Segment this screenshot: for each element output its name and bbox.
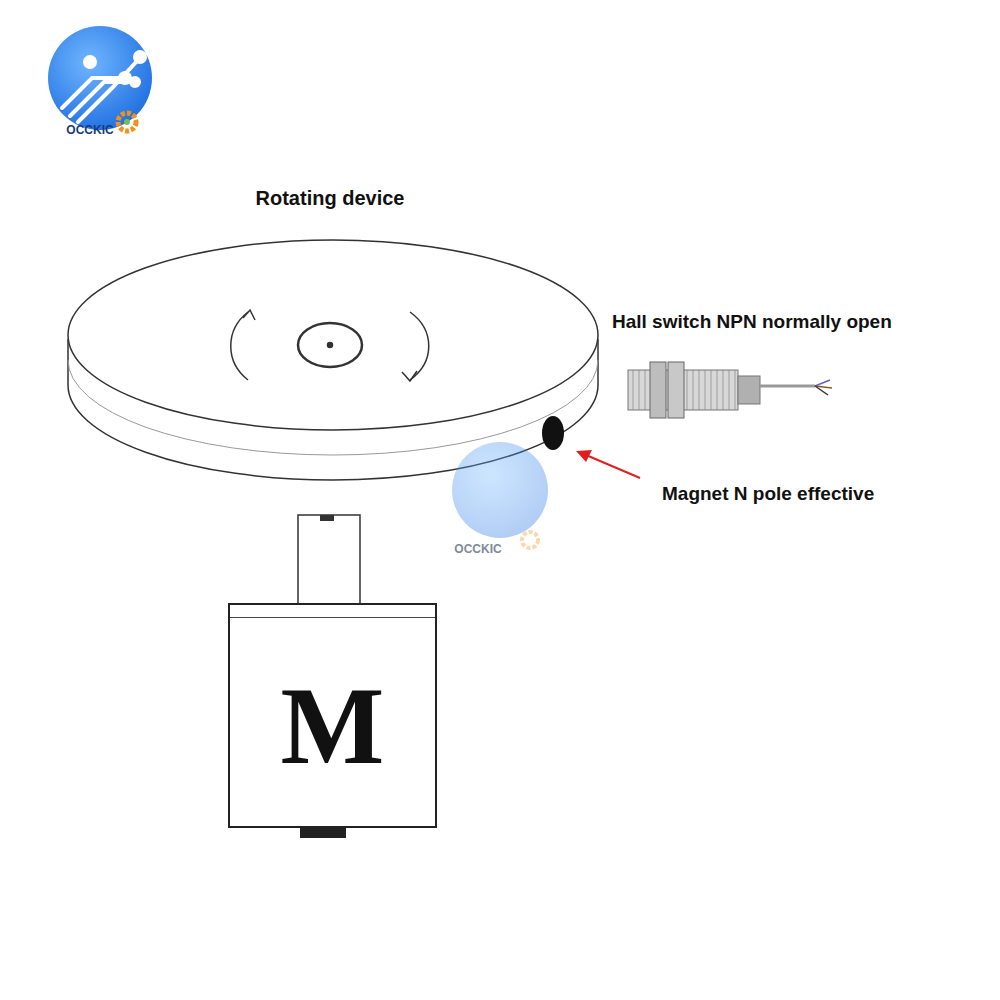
brand-name: OCCKIC <box>66 123 113 137</box>
shaft-key <box>320 515 334 521</box>
watermark: OCCKIC <box>454 542 501 556</box>
brand-logo <box>48 26 152 131</box>
leader-arrow <box>576 450 640 478</box>
watermark-logo <box>452 442 548 548</box>
magnet-label: Magnet N pole effective <box>662 483 874 505</box>
hall-sensor <box>628 362 832 418</box>
motor-shaft <box>298 515 360 605</box>
sensor-label: Hall switch NPN normally open <box>612 311 892 333</box>
motor-letter: M <box>281 651 385 781</box>
magnet <box>542 416 564 450</box>
device-title: Rotating device <box>256 187 405 210</box>
motor-box: M <box>228 603 437 828</box>
rotating-disc <box>68 240 598 480</box>
housing-line <box>230 617 435 618</box>
